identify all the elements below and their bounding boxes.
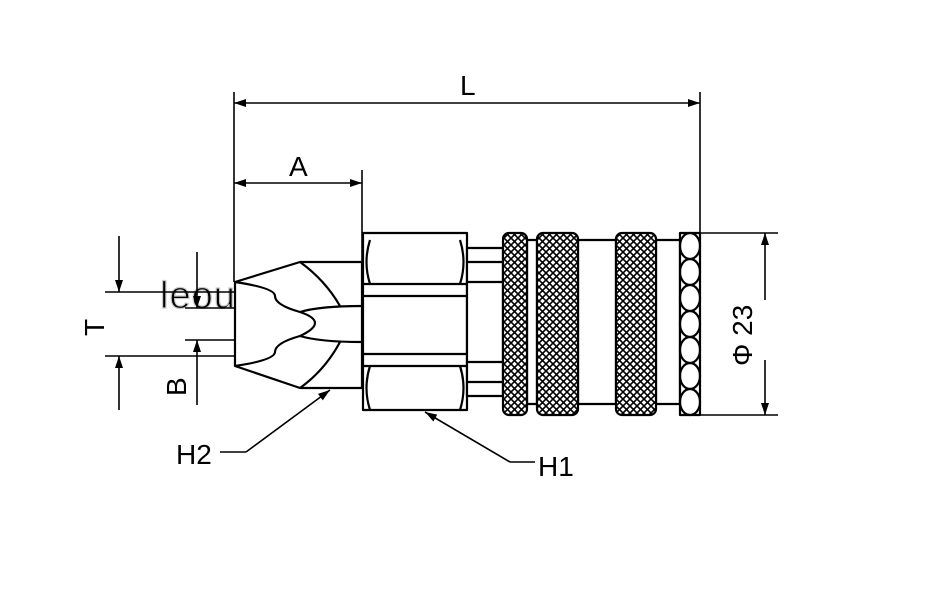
hex-h2-tail bbox=[233, 260, 364, 390]
knurled-rings bbox=[501, 231, 658, 417]
dimension-diameter bbox=[700, 232, 778, 416]
dimension-t bbox=[105, 236, 235, 410]
hex-h1-body bbox=[361, 231, 469, 412]
dimension-l bbox=[233, 92, 701, 282]
label-t: T bbox=[79, 319, 110, 336]
leader-h2 bbox=[220, 389, 331, 453]
label-b: B bbox=[161, 377, 192, 396]
label-diameter: Φ 23 bbox=[727, 305, 758, 366]
dimension-a bbox=[234, 170, 363, 262]
leader-h1 bbox=[424, 411, 535, 463]
label-h2: H2 bbox=[176, 439, 212, 470]
end-ring bbox=[678, 231, 702, 417]
label-h1: H1 bbox=[538, 451, 574, 482]
dimension-b bbox=[185, 252, 236, 405]
label-l: L bbox=[460, 70, 476, 101]
label-a: A bbox=[289, 151, 308, 182]
